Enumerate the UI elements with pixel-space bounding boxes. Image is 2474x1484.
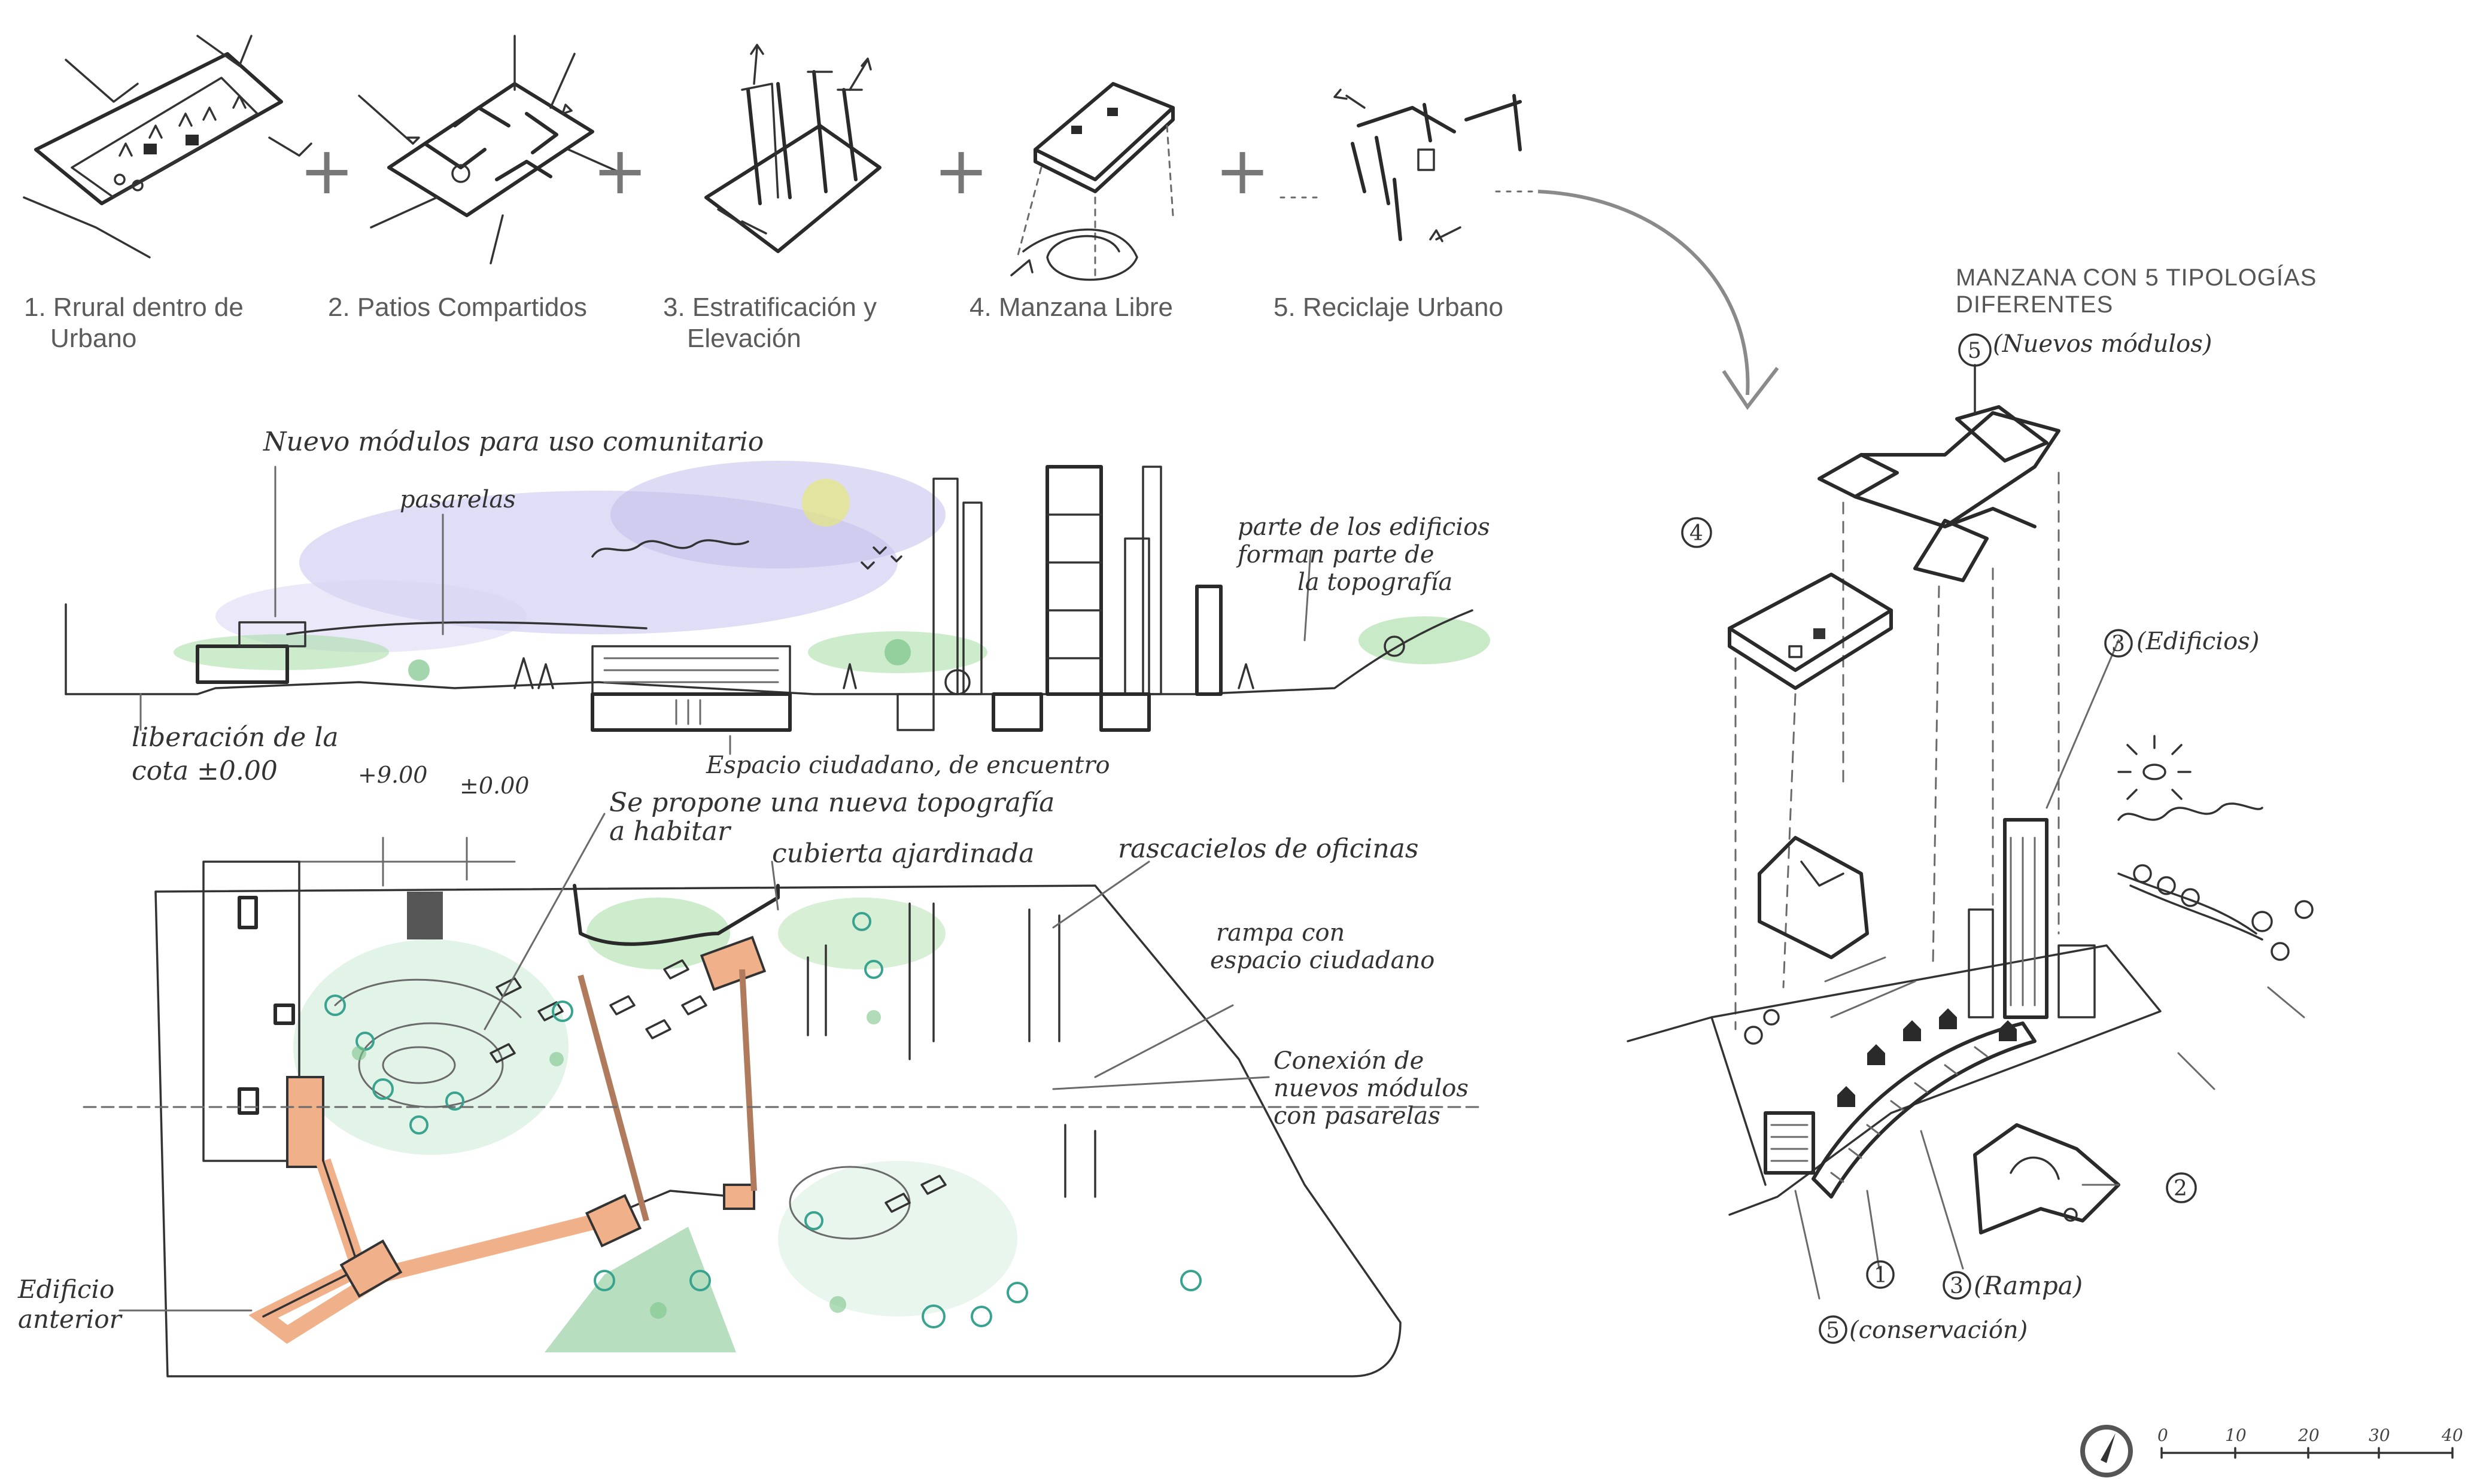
typology-2-sketch xyxy=(358,35,624,264)
scale-label-30: 30 xyxy=(2369,1425,2390,1445)
axo-label-rampa: (Rampa) xyxy=(1974,1271,2083,1300)
typology-caption-5: 5. Reciclaje Urbano xyxy=(1274,293,1503,322)
scale-label-40: 40 xyxy=(2442,1425,2463,1445)
typology-4-sketch xyxy=(1010,82,1175,281)
note-pasarelas: pasarelas xyxy=(400,486,516,513)
level-zero: ±0.00 xyxy=(460,773,530,799)
level-plus-9: +9.00 xyxy=(358,762,428,788)
site-plan xyxy=(83,813,1479,1377)
north-arrow-icon xyxy=(2080,1425,2133,1477)
typology-3-sketch xyxy=(704,44,882,253)
note-nueva-topografia: Se propone una nueva topografía a habita… xyxy=(609,787,1055,847)
plus-sign-3: + xyxy=(934,132,989,209)
site-section xyxy=(65,461,1490,755)
cloud-icon xyxy=(2117,802,2263,821)
axo-number-4: 4 xyxy=(1689,521,1703,546)
axo-number-1: 1 xyxy=(1874,1263,1888,1288)
note-rampa: rampa con espacio ciudadano xyxy=(1210,919,1435,974)
axo-number-5-bottom: 5 xyxy=(1826,1318,1840,1343)
note-topografia-edificios: parte de los edificios forman parte de l… xyxy=(1238,513,1490,596)
note-edificio-anterior: Edificio anterior xyxy=(18,1275,121,1334)
typology-caption-4: 4. Manzana Libre xyxy=(969,293,1173,322)
scale-label-20: 20 xyxy=(2298,1425,2320,1445)
scale-label-0: 0 xyxy=(2157,1425,2168,1445)
axo-label-conservacion: (conservación) xyxy=(1849,1316,2028,1344)
note-nuevos-modulos: Nuevo módulos para uso comunitario xyxy=(263,427,764,457)
plus-sign-2: + xyxy=(592,132,648,209)
axo-number-5-top: 5 xyxy=(1968,339,1981,363)
note-espacio-ciudadano: Espacio ciudadano, de encuentro xyxy=(706,752,1110,779)
plus-sign-1: + xyxy=(299,132,355,209)
plus-sign-4: + xyxy=(1215,132,1271,209)
axo-label-edificios: (Edificios) xyxy=(2136,628,2260,655)
scale-bar xyxy=(2160,1447,2454,1459)
note-rascacielos: rascacielos de oficinas xyxy=(1118,834,1419,864)
typology-caption-1: 1. Rrural dentro de Urbano xyxy=(24,293,244,353)
block-title: MANZANA CON 5 TIPOLOGÍAS DIFERENTES xyxy=(1956,264,2317,318)
typology-5-sketch xyxy=(1279,89,1533,242)
note-conexion-modulos: Conexión de nuevos módulos con pasarelas xyxy=(1274,1047,1469,1130)
axo-number-3-top: 3 xyxy=(2111,632,2125,656)
axonometric-view xyxy=(1627,333,2314,1344)
note-cubierta-ajardinada: cubierta ajardinada xyxy=(772,838,1035,869)
note-liberacion-cota: liberación de la cota ±0.00 xyxy=(132,722,339,786)
scale-label-10: 10 xyxy=(2225,1425,2247,1445)
axo-number-2: 2 xyxy=(2174,1176,2187,1201)
typology-caption-3: 3. Estratificación y Elevación xyxy=(663,293,877,353)
curved-arrow xyxy=(1537,190,1779,410)
typology-caption-2: 2. Patios Compartidos xyxy=(328,293,587,322)
axo-number-3-bottom: 3 xyxy=(1950,1274,1964,1298)
typology-1-sketch xyxy=(23,35,312,259)
sun-icon xyxy=(2117,735,2192,800)
axo-label-nuevos-modulos: (Nuevos módulos) xyxy=(1993,330,2212,358)
